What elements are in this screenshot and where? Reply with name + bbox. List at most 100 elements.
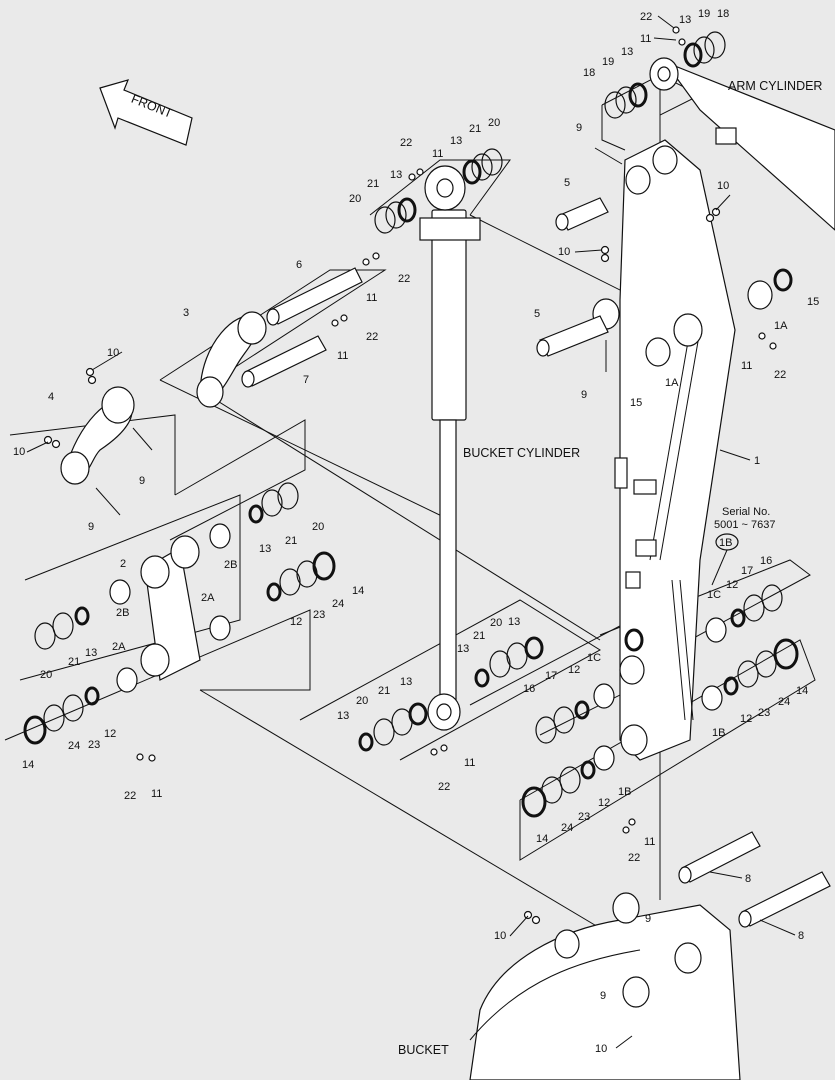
callout-label: 13: [259, 543, 271, 555]
arm-cylinder: [649, 57, 835, 231]
callout-label: 22: [438, 781, 450, 793]
front-direction-arrow: FRONT: [99, 79, 193, 146]
link-part-2: [140, 535, 201, 681]
callout-label: 15: [630, 397, 642, 409]
callout-label: 14: [536, 833, 548, 845]
callout-label: 24: [561, 822, 573, 834]
callout-label: 11: [640, 33, 651, 45]
callout-label: 13: [400, 676, 412, 688]
callout-label: 1A: [665, 377, 679, 389]
callout-label: 2A: [112, 641, 126, 653]
callout-label: 13: [390, 169, 402, 181]
callout-label: 21: [68, 656, 80, 668]
callout-label: 13: [457, 643, 469, 655]
callout-label: 23: [313, 609, 325, 621]
callout-label: 23: [578, 811, 590, 823]
arm-cylinder-label: ARM CYLINDER: [728, 79, 822, 93]
callout-label: 23: [88, 739, 100, 751]
callout-label: 14: [22, 759, 34, 771]
callout-label: 11: [644, 836, 655, 848]
callout-label: 5: [534, 308, 540, 320]
callout-label: 20: [349, 193, 361, 205]
callout-label: 10: [595, 1043, 607, 1055]
callout-label: 12: [726, 579, 738, 591]
callout-label: 22: [398, 273, 410, 285]
callout-label: 11: [337, 350, 348, 362]
callout-label: 21: [378, 685, 390, 697]
pins: [241, 197, 831, 928]
callout-label: 17: [545, 670, 557, 682]
callout-label: 24: [332, 598, 344, 610]
callout-label: 4: [48, 391, 54, 403]
shims-and-seals: [23, 31, 799, 818]
callout-label: 14: [352, 585, 364, 597]
callout-label: 8: [798, 930, 804, 942]
callout-label: 19: [602, 56, 614, 68]
callout-label: 9: [139, 475, 145, 487]
callout-label: 22: [628, 852, 640, 864]
callout-label: 12: [290, 616, 302, 628]
callout-label: 10: [13, 446, 25, 458]
callout-label: 13: [621, 46, 633, 58]
callout-label: 22: [366, 331, 378, 343]
callout-label: 9: [645, 913, 651, 925]
callout-label: 11: [366, 292, 377, 304]
callout-label: 21: [285, 535, 297, 547]
callout-label: 11: [432, 148, 443, 160]
callout-label: 21: [473, 630, 485, 642]
callout-label: 22: [124, 790, 136, 802]
callout-label: 1B: [618, 786, 631, 798]
callout-label: 1C: [587, 652, 601, 664]
bucket-cylinder: [419, 165, 481, 731]
callout-label: 9: [600, 990, 606, 1002]
serial-number-title: Serial No.: [722, 506, 770, 518]
callout-label: 22: [400, 137, 412, 149]
callout-label: 19: [698, 8, 710, 20]
callout-label: 20: [490, 617, 502, 629]
callout-label: 20: [356, 695, 368, 707]
callout-label: 9: [581, 389, 587, 401]
callout-label: 8: [745, 873, 751, 885]
callout-label: 12: [104, 728, 116, 740]
callout-label: 2: [120, 558, 126, 570]
callout-label: 10: [558, 246, 570, 258]
callout-label: 9: [88, 521, 94, 533]
callout-label: 18: [583, 67, 595, 79]
callout-label: 2B: [224, 559, 237, 571]
callout-labels: 22 13 19 18 11 19 13 18 9 22 13 21 20 13…: [13, 8, 819, 1055]
callout-label: 12: [598, 797, 610, 809]
callout-label: 6: [296, 259, 302, 271]
callout-label: 20: [312, 521, 324, 533]
callout-label: 2A: [201, 592, 215, 604]
callout-label: 3: [183, 307, 189, 319]
link-part-3: [196, 311, 267, 408]
callout-label: 13: [450, 135, 462, 147]
serial-number-range: 5001 ~ 7637: [714, 519, 775, 531]
callout-label: 13: [679, 14, 691, 26]
callout-label: 2B: [116, 607, 129, 619]
callout-leader-lines: [26, 15, 796, 1049]
callout-label: 1B: [712, 727, 725, 739]
link-part-4: [60, 386, 135, 485]
callout-label: 23: [758, 707, 770, 719]
arm-part-1: [592, 139, 736, 761]
callout-label: 16: [760, 555, 772, 567]
callout-label: 10: [717, 180, 729, 192]
callout-label: 9: [576, 122, 582, 134]
callout-label: 12: [568, 664, 580, 676]
callout-label: 13: [337, 710, 349, 722]
callout-label: 11: [741, 360, 752, 372]
callout-label: 13: [508, 616, 520, 628]
callout-label: 1C: [707, 589, 721, 601]
callout-label: 5: [564, 177, 570, 189]
callout-label: 18: [717, 8, 729, 20]
callout-label: 24: [778, 696, 790, 708]
bucket-label: BUCKET: [398, 1043, 449, 1057]
callout-label: 21: [367, 178, 379, 190]
callout-label: 7: [303, 374, 309, 386]
callout-label: 1: [754, 455, 760, 467]
callout-label: 17: [741, 565, 753, 577]
callout-label: 21: [469, 123, 481, 135]
